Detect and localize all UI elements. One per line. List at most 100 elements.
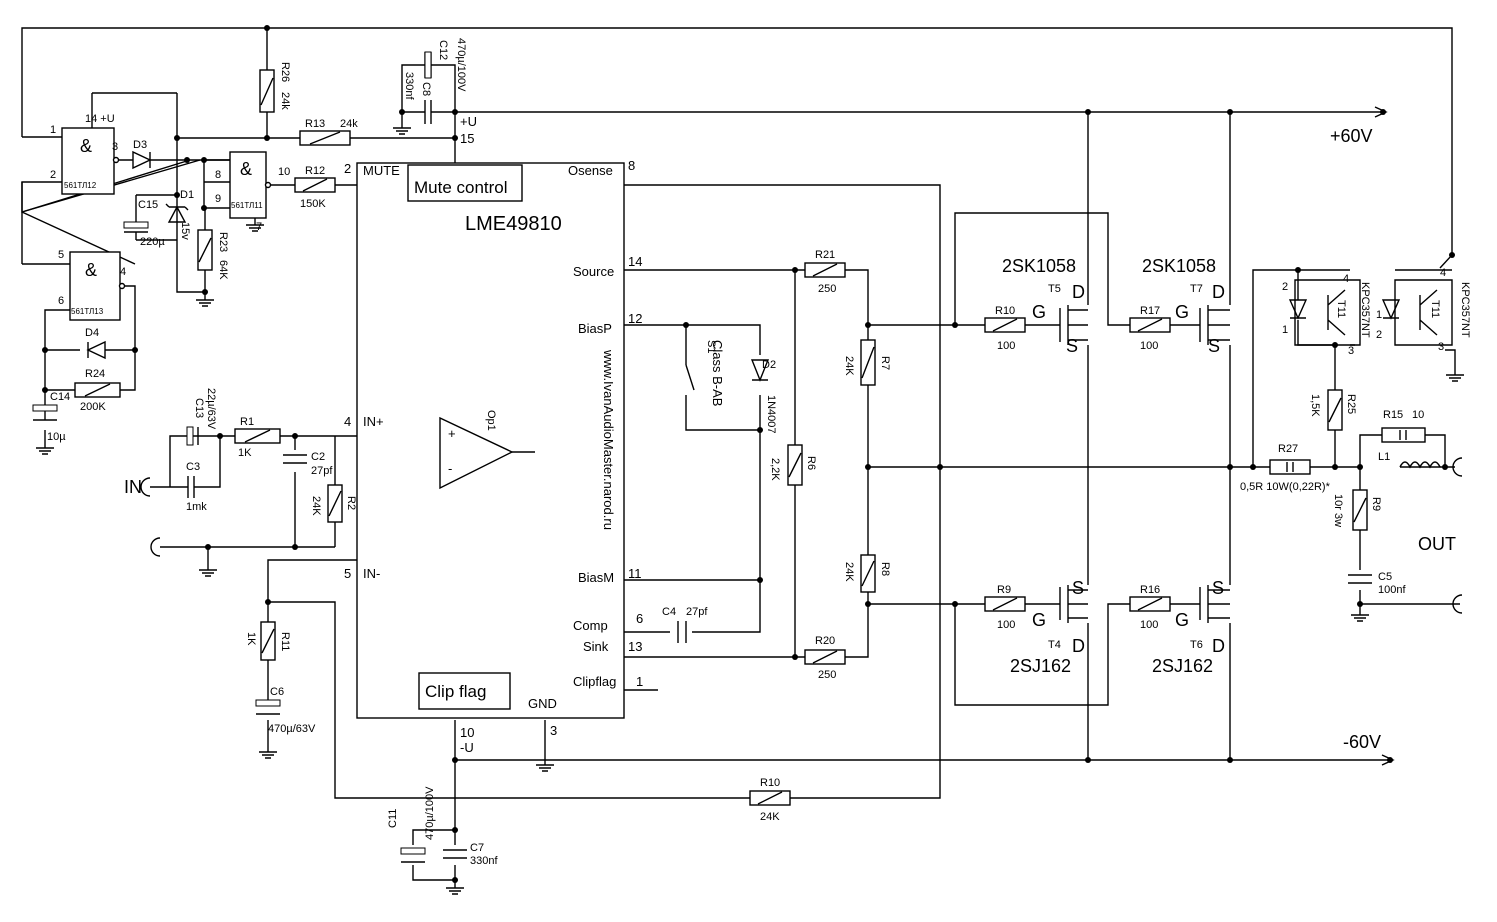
- opto1-pin4: 4: [1343, 273, 1349, 285]
- mute-control-box: [407, 164, 523, 202]
- c11-value: 470µ/100V: [424, 786, 436, 840]
- resistor-r6: [787, 444, 803, 486]
- t5-d: D: [1072, 282, 1085, 302]
- r13-value: 24k: [340, 118, 358, 130]
- pin-biasm-num: 11: [628, 566, 642, 581]
- t5-label: T5: [1048, 283, 1061, 295]
- c3-value: 1mk: [186, 501, 207, 513]
- r16-label: R16: [1140, 584, 1160, 596]
- r9b-label: R9: [1370, 497, 1382, 511]
- opto2-pin3: 3: [1438, 341, 1444, 353]
- capacitors: [32, 51, 1372, 863]
- input-jack-gnd: [150, 537, 161, 557]
- pin-sink: Sink: [583, 639, 609, 654]
- opto2-pin2: 2: [1376, 329, 1382, 341]
- c12-value: 470µ/100V: [455, 38, 467, 92]
- junction-dots: [42, 25, 1455, 883]
- r26-label: R26: [279, 62, 291, 82]
- diode-d1: [165, 203, 189, 223]
- resistor-r16: [1129, 596, 1171, 612]
- d2-value: 1N4007: [765, 395, 777, 434]
- gate-g1-pin2: 2: [50, 169, 56, 181]
- pin-biasp-num: 12: [628, 311, 642, 326]
- r1-value: 1K: [238, 447, 252, 459]
- t11a-label: T11: [1335, 300, 1347, 318]
- r12-value: 150K: [300, 198, 326, 210]
- resistor-r11: [260, 621, 276, 661]
- gate-g2-pin8: 8: [215, 169, 221, 181]
- r20-label: R20: [815, 635, 835, 647]
- r10a-value: 100: [997, 340, 1015, 352]
- r10a-label: R10: [995, 305, 1015, 317]
- diode-d4: [86, 340, 106, 360]
- capacitor-c11: [400, 847, 426, 863]
- c2-label: C2: [311, 451, 325, 463]
- t4-part: 2SJ162: [1010, 656, 1071, 676]
- gate-g1-symbol: &: [80, 136, 92, 156]
- pin-vminus: -U: [460, 740, 474, 755]
- r21-label: R21: [815, 249, 835, 261]
- r7-label: R7: [879, 356, 891, 370]
- lme49810-ic: [356, 162, 625, 719]
- c14-value: 10µ: [47, 431, 66, 443]
- c6-value: 470µ/63V: [268, 723, 316, 735]
- labels: LME49810 Mute control Clip flag www.Ivan…: [47, 38, 1471, 867]
- mosfet-t4: [1059, 585, 1088, 623]
- gate-g2-pin10: 10: [278, 166, 290, 178]
- gate-g1-name: 561ТЛ12: [64, 181, 97, 190]
- r9b-value: 10r 3w: [1332, 494, 1344, 527]
- op-label: Op1: [485, 410, 497, 431]
- r27-value: 0,5R 10W(0,22R)*: [1240, 481, 1331, 493]
- pin-inm-num: 5: [344, 566, 351, 581]
- r8-label: R8: [879, 562, 891, 576]
- op-plus: +: [448, 426, 456, 441]
- output-label: OUT: [1418, 534, 1456, 554]
- ic-name: LME49810: [465, 213, 562, 235]
- c2-value: 27pf: [311, 465, 333, 477]
- capacitor-c8: [415, 100, 440, 124]
- pin-inp: IN+: [363, 414, 384, 429]
- mute-box-label: Mute control: [414, 178, 508, 197]
- resistor-r25: [1327, 389, 1343, 431]
- resistor-r10b: [749, 790, 791, 806]
- output-jack-out: [1452, 457, 1463, 477]
- t6-part: 2SJ162: [1152, 656, 1213, 676]
- c4-value: 27pf: [686, 606, 708, 618]
- pin-source-num: 14: [628, 254, 642, 269]
- r17-label: R17: [1140, 305, 1160, 317]
- t7-g: G: [1175, 302, 1189, 322]
- pin-source: Source: [573, 264, 614, 279]
- capacitor-c3: [172, 476, 210, 498]
- capacitor-c14: [32, 404, 58, 421]
- resistor-r20: [804, 649, 846, 665]
- r10b-label: R10: [760, 777, 780, 789]
- r24-label: R24: [85, 368, 105, 380]
- l1-label: L1: [1378, 451, 1390, 463]
- pin-mute-num: 2: [344, 161, 351, 176]
- c5-label: C5: [1378, 571, 1392, 583]
- gate-g2-pin9: 9: [215, 193, 221, 205]
- s1-label: S1: [705, 340, 717, 353]
- c4-label: C4: [662, 606, 676, 618]
- t6-s: S: [1212, 578, 1224, 598]
- input-jack-in: [140, 477, 151, 497]
- t5-s: S: [1066, 336, 1078, 356]
- logic-gates: [61, 127, 272, 321]
- pin-gnd: GND: [528, 696, 557, 711]
- gate-g2-pin7: 7: [256, 221, 262, 233]
- gate-g3: [69, 251, 121, 321]
- r20-value: 250: [818, 669, 836, 681]
- clip-box-label: Clip flag: [425, 682, 486, 701]
- r9a-value: 100: [997, 619, 1015, 631]
- op-amp-triangle: [439, 416, 514, 490]
- gate-g1: [61, 127, 115, 195]
- r23-label: R23: [217, 232, 229, 252]
- pin-sink-num: 13: [628, 639, 642, 654]
- t7-label: T7: [1190, 283, 1203, 295]
- diode-d2: [750, 359, 770, 382]
- gate-g3-pin6: 6: [58, 295, 64, 307]
- opto2-label: KPC357NT: [1459, 282, 1471, 338]
- c7-value: 330nf: [470, 855, 498, 867]
- switch-s1: [685, 364, 695, 391]
